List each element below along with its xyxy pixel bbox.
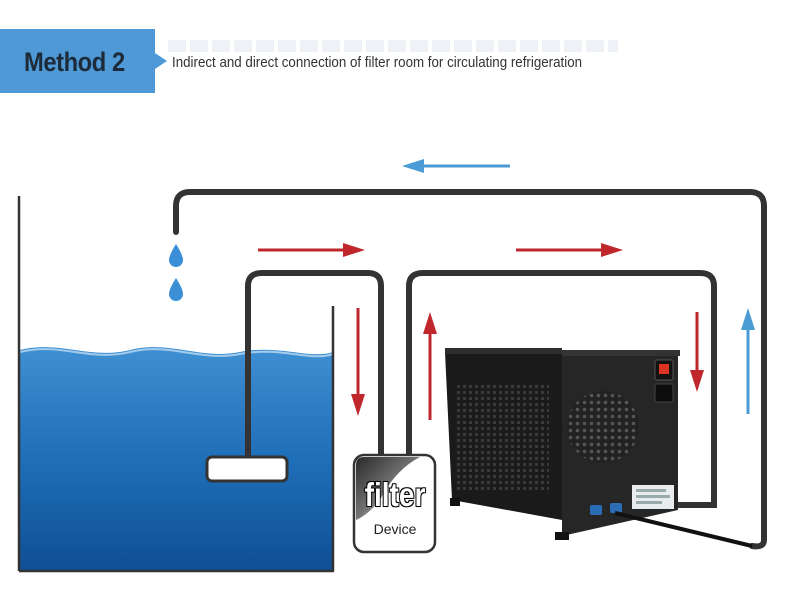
arrow-down-icon xyxy=(351,308,365,416)
diagram-subtitle: Indirect and direct connection of filter… xyxy=(172,55,583,71)
water-drop-icon xyxy=(169,244,183,267)
inlet-pipe xyxy=(245,270,384,458)
power-socket xyxy=(654,383,674,403)
arrow-down-icon xyxy=(690,312,704,392)
arrow-right-icon xyxy=(516,243,623,257)
supply-pipe xyxy=(406,270,717,508)
method-label: Method 2 xyxy=(24,47,125,77)
water-drop-icon xyxy=(169,278,183,301)
arrow-up-icon xyxy=(741,308,755,414)
filter-device-label: Device xyxy=(373,521,417,537)
return-pipe xyxy=(173,189,767,550)
arrow-up-icon xyxy=(423,312,437,420)
chiller-unit xyxy=(445,348,753,548)
arrow-right-icon xyxy=(258,243,365,257)
header-band xyxy=(168,40,618,52)
method-tag: Method 2 xyxy=(0,29,167,93)
filter-device xyxy=(352,453,437,554)
arrow-left-icon xyxy=(402,159,510,173)
filter-title: filter xyxy=(364,476,426,513)
intake-head xyxy=(205,455,289,483)
water-tank xyxy=(17,196,335,573)
